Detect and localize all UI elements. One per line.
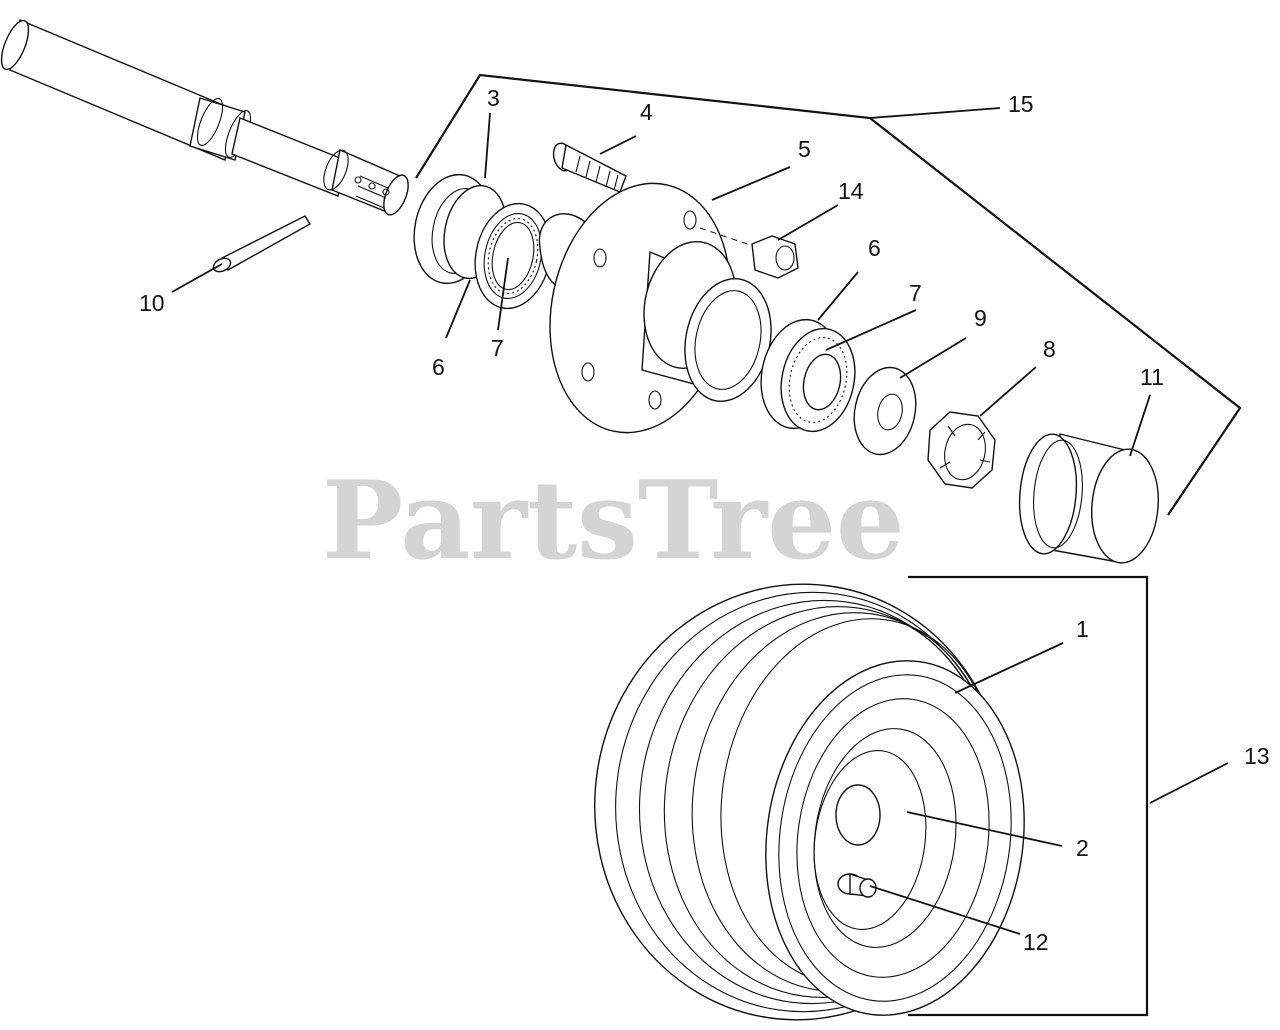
wheel-hub [538, 182, 772, 434]
callout-6-right: 6 [868, 235, 881, 261]
leader-lines [171, 112, 1151, 935]
castle-nut [927, 411, 996, 489]
callout-14: 14 [838, 178, 864, 204]
callout-9: 9 [974, 305, 987, 331]
callout-6-left: 6 [432, 354, 445, 380]
callout-5: 5 [798, 136, 811, 162]
callout-11: 11 [1140, 364, 1164, 390]
assembly-bracket-13 [908, 575, 1229, 1017]
callout-12: 12 [1023, 929, 1049, 955]
callout-10: 10 [139, 290, 165, 316]
callout-13: 13 [1244, 743, 1270, 769]
wheel-bolt [552, 142, 627, 193]
callout-15: 15 [1008, 91, 1034, 117]
callout-2: 2 [1076, 835, 1089, 861]
cotter-pin [212, 215, 311, 273]
wheel-tire-assembly [594, 583, 1025, 1021]
callout-7-left: 7 [491, 335, 504, 361]
callout-3: 3 [487, 85, 500, 111]
callout-8: 8 [1043, 336, 1056, 362]
flat-washer [853, 366, 917, 456]
callout-4: 4 [640, 99, 653, 125]
axle-shaft [0, 19, 409, 216]
callout-7-right: 7 [909, 280, 922, 306]
bearing-assembly-right [760, 318, 856, 433]
dust-cap [1018, 433, 1159, 564]
callout-1: 1 [1076, 616, 1089, 642]
watermark-logo: PartsTree [322, 458, 905, 584]
assembly-bracket-15 [415, 73, 1242, 516]
hex-nut [751, 235, 799, 279]
